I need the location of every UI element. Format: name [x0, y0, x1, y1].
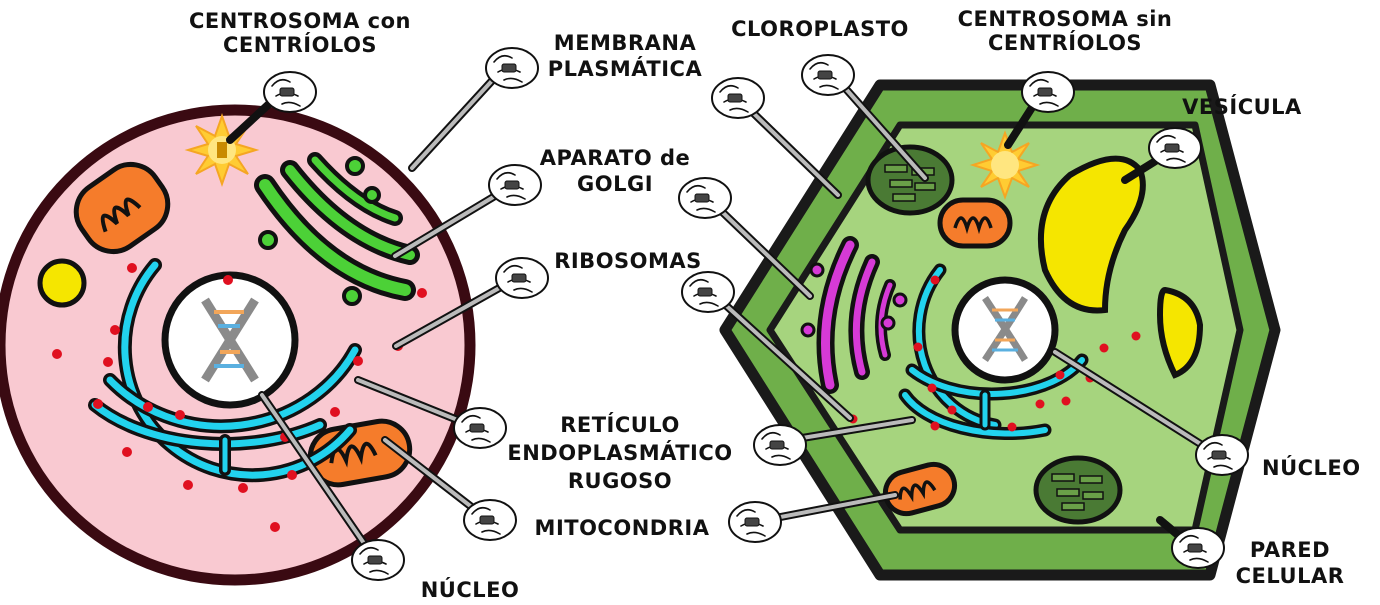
lysosome	[40, 261, 84, 305]
label-reticulo-line1: RETÍCULO	[560, 412, 680, 437]
label-pared-line2: CELULAR	[1236, 564, 1345, 588]
label-centrosoma-sin-line1: CENTROSOMA sin	[958, 7, 1173, 31]
hand-pointer-icon	[264, 72, 316, 112]
hand-pointer-icon	[352, 540, 404, 580]
hand-pointer-icon	[679, 178, 731, 218]
hand-pointer-icon	[496, 258, 548, 298]
hand-pointer-icon	[682, 272, 734, 312]
mitochondrion	[940, 200, 1010, 246]
label-centrosoma-sin-line2: CENTRÍOLOS	[988, 30, 1142, 55]
label-vesicula: VESÍCULA	[1182, 94, 1302, 119]
label-membrana-line2: PLASMÁTICA	[548, 56, 703, 81]
hand-pointer-icon	[486, 48, 538, 88]
hand-pointer-icon	[1022, 72, 1074, 112]
label-ribosomas: RIBOSOMAS	[554, 249, 702, 273]
hand-pointer-icon	[464, 500, 516, 540]
hand-pointer-icon	[712, 78, 764, 118]
hand-pointer-icon	[454, 408, 506, 448]
label-nucleo-vegetal: NÚCLEO	[1262, 455, 1361, 480]
label-centrosoma-con-line1: CENTROSOMA con	[189, 9, 411, 33]
label-golgi-line2: GOLGI	[577, 172, 653, 196]
label-golgi-line1: APARATO de	[540, 146, 691, 170]
hand-pointer-icon	[1149, 128, 1201, 168]
hand-pointer-icon	[729, 502, 781, 542]
label-mitocondria: MITOCONDRIA	[535, 516, 710, 540]
label-membrana-line1: MEMBRANA	[554, 31, 697, 55]
plant-nucleus	[955, 280, 1055, 380]
label-pared-line1: PARED	[1250, 538, 1330, 562]
label-reticulo-line3: RUGOSO	[568, 469, 672, 493]
label-cloroplasto: CLOROPLASTO	[731, 17, 909, 41]
chloroplast	[1036, 458, 1120, 522]
hand-pointer-icon	[1196, 435, 1248, 475]
hand-pointer-icon	[489, 165, 541, 205]
animal-nucleus	[165, 275, 295, 405]
hand-pointer-icon	[802, 55, 854, 95]
label-nucleo-animal: NÚCLEO	[421, 577, 520, 602]
hand-pointer-icon	[754, 425, 806, 465]
label-reticulo-line2: ENDOPLASMÁTICO	[507, 440, 732, 465]
hand-pointer-icon	[1172, 528, 1224, 568]
label-centrosoma-con-line2: CENTRÍOLOS	[223, 32, 377, 57]
